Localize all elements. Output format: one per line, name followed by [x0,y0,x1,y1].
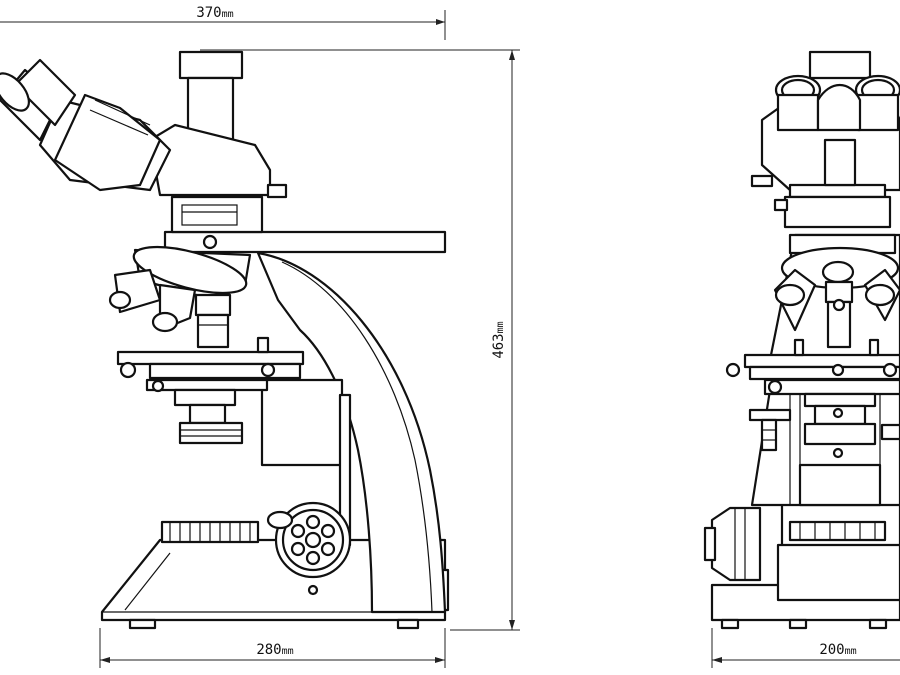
side-view-microscope [0,50,450,630]
dimension-height: 463mm [200,49,520,631]
front-base [703,502,900,630]
side-trinocular-head [0,50,288,199]
dimension-base-front: 200mm [711,628,900,668]
side-condenser [173,388,244,445]
side-arm [256,251,447,614]
side-focus-knob [266,501,352,596]
front-condenser [748,392,900,459]
front-nosepiece [773,246,900,349]
dimension-height-label: 463mm [491,321,507,358]
front-head [750,50,900,229]
front-view-microscope [703,50,900,630]
side-field-ring [160,520,260,544]
dimension-top-width: 370mm [0,5,446,40]
dimension-base-side-label: 280mm [256,642,293,658]
dimension-top-width-label: 370mm [196,5,233,21]
front-stage [725,338,900,396]
dimension-base-side: 280mm [99,628,446,668]
side-top-bar [163,195,447,254]
side-nosepiece [108,245,252,349]
dimension-base-front-label: 200mm [819,642,856,658]
